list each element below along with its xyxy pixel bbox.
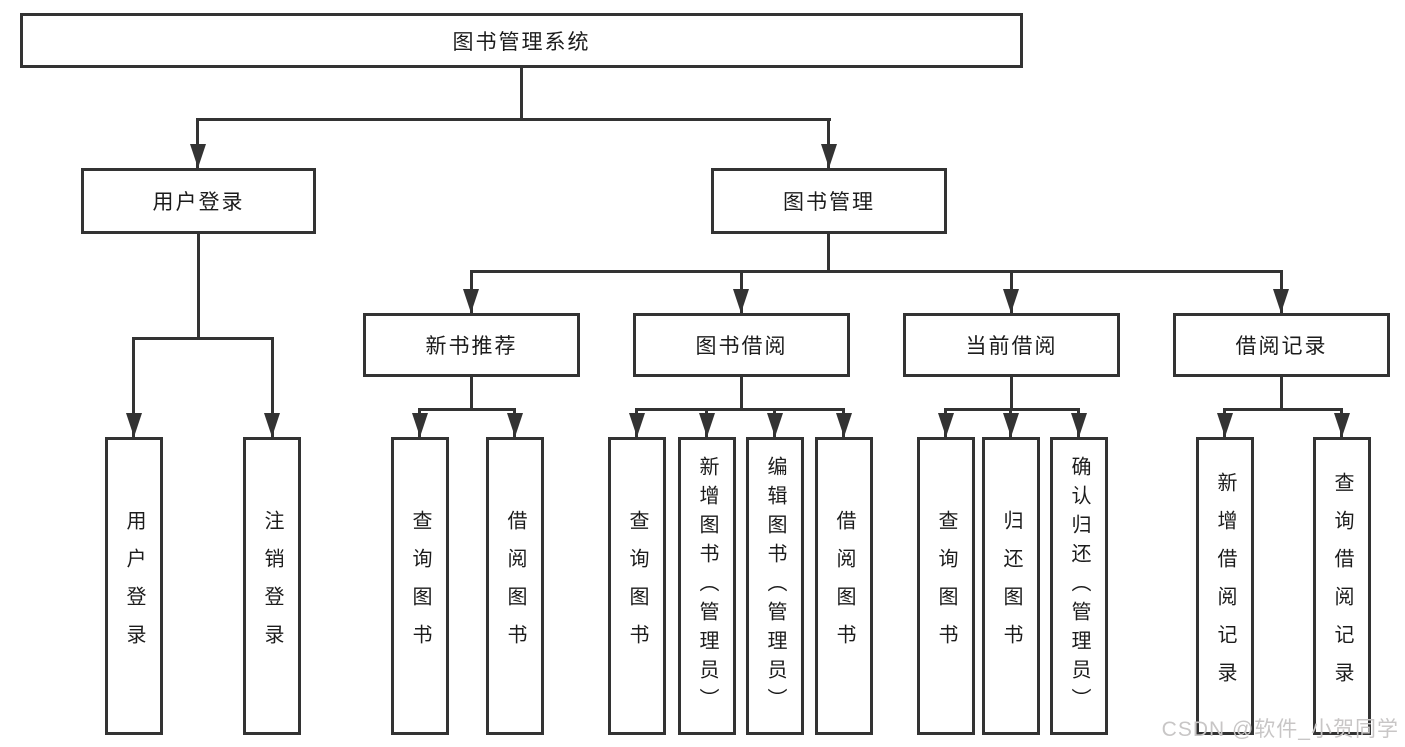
arrow-down-icon bbox=[699, 413, 715, 437]
connector-stub bbox=[271, 337, 274, 437]
node-book-mgmt: 图书管理 bbox=[711, 168, 947, 234]
arrow-down-icon bbox=[1334, 413, 1350, 437]
connector-stub bbox=[132, 337, 135, 437]
leaf-query-books: 查询图书 bbox=[391, 437, 449, 735]
leaf-add-borrow-record: 新增借阅记录 bbox=[1196, 437, 1254, 735]
arrow-down-icon bbox=[190, 144, 206, 168]
arrow-down-icon bbox=[126, 413, 142, 437]
leaf-logout: 注销登录 bbox=[243, 437, 301, 735]
node-library-system: 图书管理系统 bbox=[20, 13, 1023, 68]
arrow-down-icon bbox=[821, 144, 837, 168]
leaf-query-books: 查询图书 bbox=[917, 437, 975, 735]
connector-sec4-trunk bbox=[1280, 377, 1283, 408]
leaf-borrow-books: 借阅图书 bbox=[815, 437, 873, 735]
arrow-down-icon bbox=[463, 289, 479, 313]
connector-root-split bbox=[196, 118, 831, 121]
connector-mgmt-trunk bbox=[827, 234, 830, 270]
arrow-down-icon bbox=[1003, 289, 1019, 313]
connector-sec2-split bbox=[635, 408, 845, 411]
connector-to-user-login bbox=[196, 118, 199, 168]
arrow-down-icon bbox=[264, 413, 280, 437]
connector-root-trunk bbox=[520, 68, 523, 118]
arrow-down-icon bbox=[1273, 289, 1289, 313]
leaf-user-login: 用户登录 bbox=[105, 437, 163, 735]
leaf-query-borrow-record: 查询借阅记录 bbox=[1313, 437, 1371, 735]
arrow-down-icon bbox=[938, 413, 954, 437]
arrow-down-icon bbox=[733, 289, 749, 313]
leaf-confirm-return-admin: 确认归还（管理员） bbox=[1050, 437, 1108, 735]
connector-user-trunk bbox=[197, 234, 200, 337]
arrow-down-icon bbox=[767, 413, 783, 437]
leaf-borrow-books: 借阅图书 bbox=[486, 437, 544, 735]
connector-sec2-trunk bbox=[740, 377, 743, 408]
arrow-down-icon bbox=[1071, 413, 1087, 437]
connector-sec1-trunk bbox=[470, 377, 473, 408]
connector-sec1-split bbox=[418, 408, 516, 411]
leaf-add-books-admin: 新增图书（管理员） bbox=[678, 437, 736, 735]
connector-sec4-split bbox=[1223, 408, 1343, 411]
arrow-down-icon bbox=[629, 413, 645, 437]
connector-sec3-split bbox=[944, 408, 1080, 411]
leaf-edit-books-admin: 编辑图书（管理员） bbox=[746, 437, 804, 735]
connector-to-book-mgmt bbox=[827, 118, 830, 168]
node-user-login: 用户登录 bbox=[81, 168, 316, 234]
connector-sec3-trunk bbox=[1010, 377, 1013, 408]
connector-mgmt-split bbox=[470, 270, 1283, 273]
node-new-book-recommend: 新书推荐 bbox=[363, 313, 580, 377]
arrow-down-icon bbox=[412, 413, 428, 437]
arrow-down-icon bbox=[507, 413, 523, 437]
node-book-borrow: 图书借阅 bbox=[633, 313, 850, 377]
arrow-down-icon bbox=[836, 413, 852, 437]
leaf-query-books: 查询图书 bbox=[608, 437, 666, 735]
node-borrow-records: 借阅记录 bbox=[1173, 313, 1390, 377]
connector-user-split bbox=[132, 337, 274, 340]
csdn-watermark: CSDN @软件_小贺同学 bbox=[1161, 718, 1399, 741]
node-current-borrow: 当前借阅 bbox=[903, 313, 1120, 377]
arrow-down-icon bbox=[1003, 413, 1019, 437]
arrow-down-icon bbox=[1217, 413, 1233, 437]
leaf-return-books: 归还图书 bbox=[982, 437, 1040, 735]
